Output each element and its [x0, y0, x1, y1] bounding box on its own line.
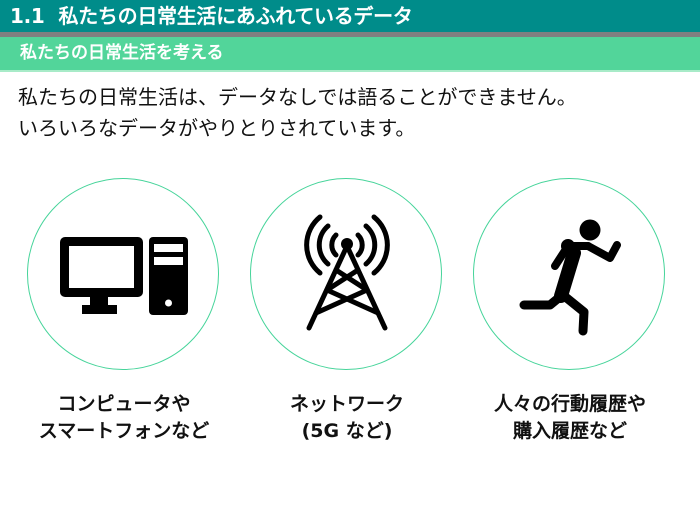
running-person-icon — [519, 219, 621, 336]
card-label: コンピュータや スマートフォンなど — [0, 391, 251, 445]
page-title: 1.1 私たちの日常生活にあふれているデータ — [10, 2, 413, 30]
card-network: ネットワーク (5G など) — [250, 178, 444, 442]
card-label-line-1: コンピュータや — [57, 393, 191, 415]
title-bar: 1.1 私たちの日常生活にあふれているデータ — [0, 0, 700, 32]
card-activity: 人々の行動履歴や 購入履歴など — [473, 178, 667, 442]
subtitle-bar: 私たちの日常生活を考える — [0, 37, 700, 70]
title-label: 私たちの日常生活にあふれているデータ — [58, 4, 413, 28]
card-label-line-2: スマートフォンなど — [38, 420, 210, 442]
subtitle: 私たちの日常生活を考える — [20, 43, 224, 63]
card-label-line-1: ネットワーク — [289, 393, 404, 415]
subtitle-underline — [0, 70, 700, 72]
card-label-line-2: 購入履歴など — [512, 420, 627, 442]
card-label: ネットワーク (5G など) — [220, 391, 474, 445]
card-circle — [250, 178, 442, 370]
section-number: 1.1 — [10, 4, 45, 28]
desktop-computer-icon — [60, 237, 188, 315]
card-circle — [27, 178, 219, 370]
radio-tower-icon — [304, 214, 390, 331]
card-label-line-2: (5G など) — [301, 420, 393, 442]
card-label-line-1: 人々の行動履歴や — [493, 393, 646, 415]
card-circle — [473, 178, 665, 370]
body-paragraph: 私たちの日常生活は、データなしでは語ることができません。 いろいろなデータがやり… — [18, 82, 688, 144]
body-line-1: 私たちの日常生活は、データなしでは語ることができません。 — [18, 85, 577, 109]
header-divider — [0, 32, 700, 37]
card-computer: コンピュータや スマートフォンなど — [27, 178, 221, 442]
body-line-2: いろいろなデータがやりとりされています。 — [18, 116, 416, 140]
card-label: 人々の行動履歴や 購入履歴など — [443, 391, 697, 445]
